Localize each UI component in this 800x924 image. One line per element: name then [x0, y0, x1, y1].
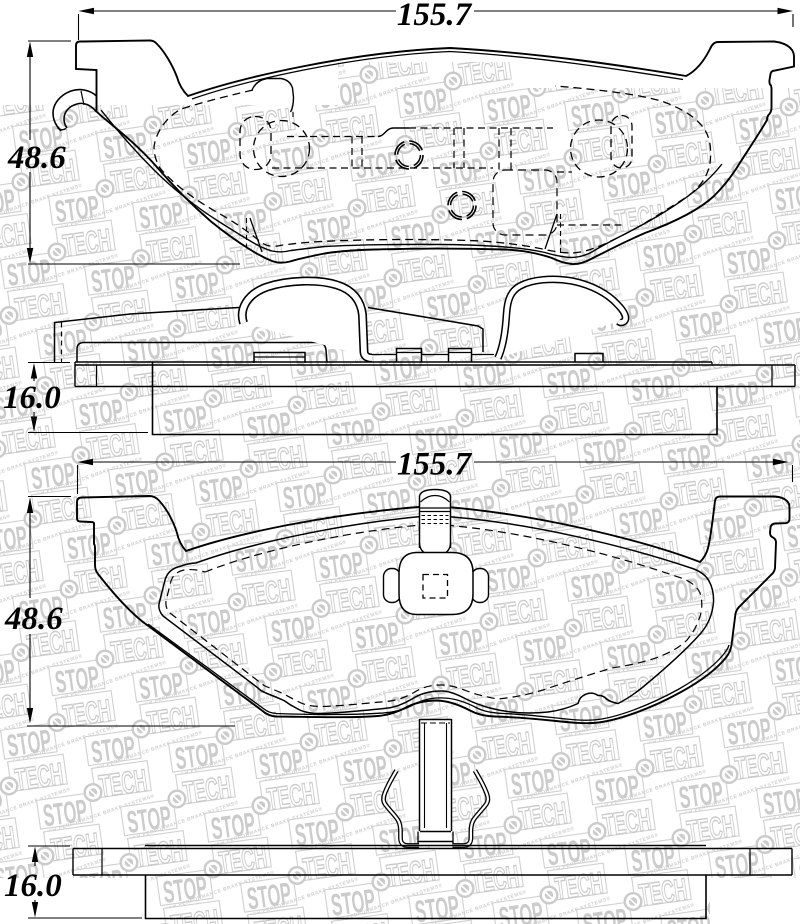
- svg-text:155.7: 155.7: [397, 447, 473, 483]
- svg-text:155.7: 155.7: [397, 0, 473, 33]
- svg-text:16.0: 16.0: [4, 868, 62, 904]
- svg-text:48.6: 48.6: [7, 140, 66, 176]
- svg-text:16.0: 16.0: [3, 380, 61, 416]
- svg-text:48.6: 48.6: [4, 601, 63, 637]
